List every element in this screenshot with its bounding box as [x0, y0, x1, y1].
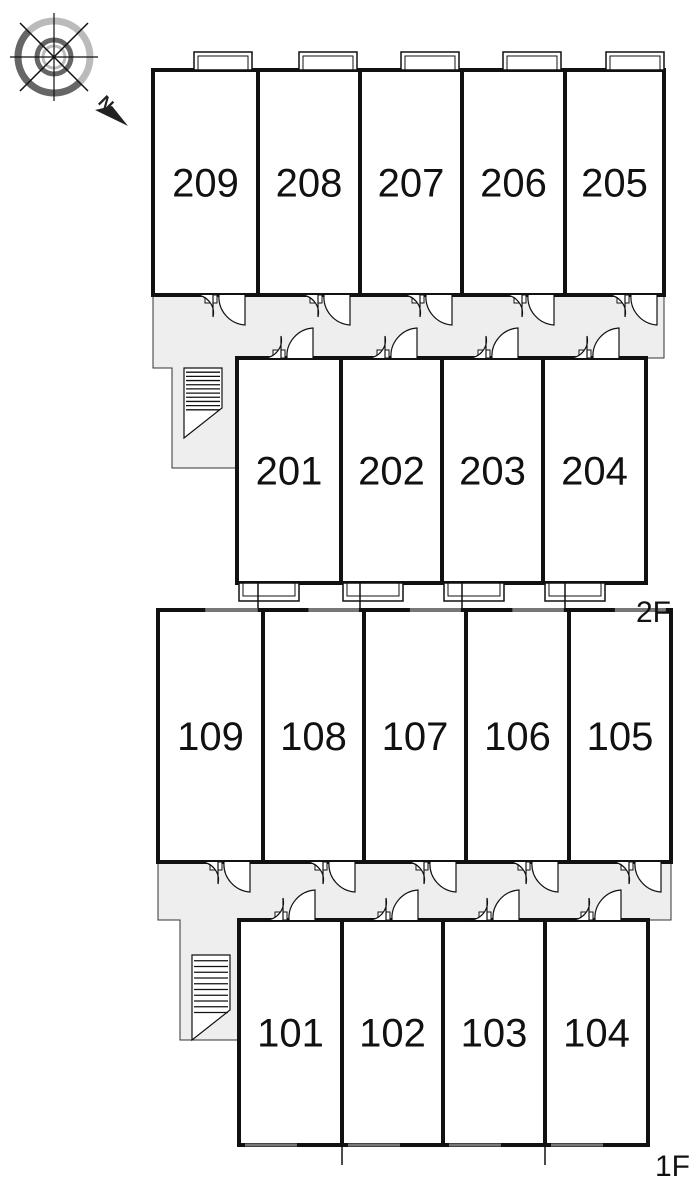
- unit-107[interactable]: 107: [362, 608, 468, 893]
- staircase-icon: [191, 954, 231, 1042]
- unit-number: 108: [280, 715, 347, 759]
- balcony: [502, 51, 562, 71]
- unit-109[interactable]: 109: [156, 608, 265, 893]
- unit-number: 206: [480, 162, 547, 206]
- unit-202[interactable]: 202: [339, 327, 444, 602]
- unit-number: 201: [256, 450, 323, 494]
- unit-206[interactable]: 206: [460, 51, 567, 326]
- unit-207[interactable]: 207: [358, 51, 464, 326]
- unit-number: 102: [359, 1012, 426, 1056]
- unit-number: 202: [358, 450, 425, 494]
- unit-number: 205: [581, 162, 648, 206]
- unit-106[interactable]: 106: [464, 608, 571, 893]
- unit-number: 105: [587, 715, 654, 759]
- unit-number: 109: [177, 715, 244, 759]
- unit-101[interactable]: 101: [237, 889, 344, 1147]
- unit-number: 209: [172, 162, 239, 206]
- unit-number: 104: [563, 1012, 630, 1056]
- unit-number: 103: [461, 1012, 528, 1056]
- unit-204[interactable]: 204: [541, 327, 648, 602]
- unit-203[interactable]: 203: [440, 327, 545, 602]
- unit-103[interactable]: 103: [441, 889, 547, 1147]
- balcony: [298, 51, 358, 71]
- balcony: [443, 582, 505, 602]
- balcony: [400, 51, 460, 71]
- unit-number: 207: [378, 162, 445, 206]
- unit-102[interactable]: 102: [340, 889, 445, 1147]
- unit-number: 208: [276, 162, 343, 206]
- balcony: [342, 582, 404, 602]
- balcony: [193, 51, 253, 71]
- unit-number: 203: [459, 450, 526, 494]
- unit-209[interactable]: 209: [151, 51, 260, 326]
- unit-108[interactable]: 108: [261, 608, 366, 893]
- unit-number: 106: [484, 715, 551, 759]
- unit-number: 107: [382, 715, 449, 759]
- unit-201[interactable]: 201: [235, 327, 343, 602]
- floor-label-1f: 1F: [655, 1150, 690, 1183]
- unit-105[interactable]: 105: [567, 608, 673, 893]
- unit-205[interactable]: 205: [563, 51, 666, 326]
- unit-208[interactable]: 208: [256, 51, 362, 326]
- balcony: [544, 582, 606, 602]
- balcony: [238, 582, 300, 602]
- unit-104[interactable]: 104: [543, 889, 650, 1147]
- unit-number: 101: [257, 1012, 324, 1056]
- staircase-icon: [183, 367, 223, 440]
- unit-number: 204: [561, 450, 628, 494]
- floor-label-2f: 2F: [636, 596, 671, 629]
- compass-icon: N: [10, 13, 128, 126]
- balcony: [605, 51, 665, 71]
